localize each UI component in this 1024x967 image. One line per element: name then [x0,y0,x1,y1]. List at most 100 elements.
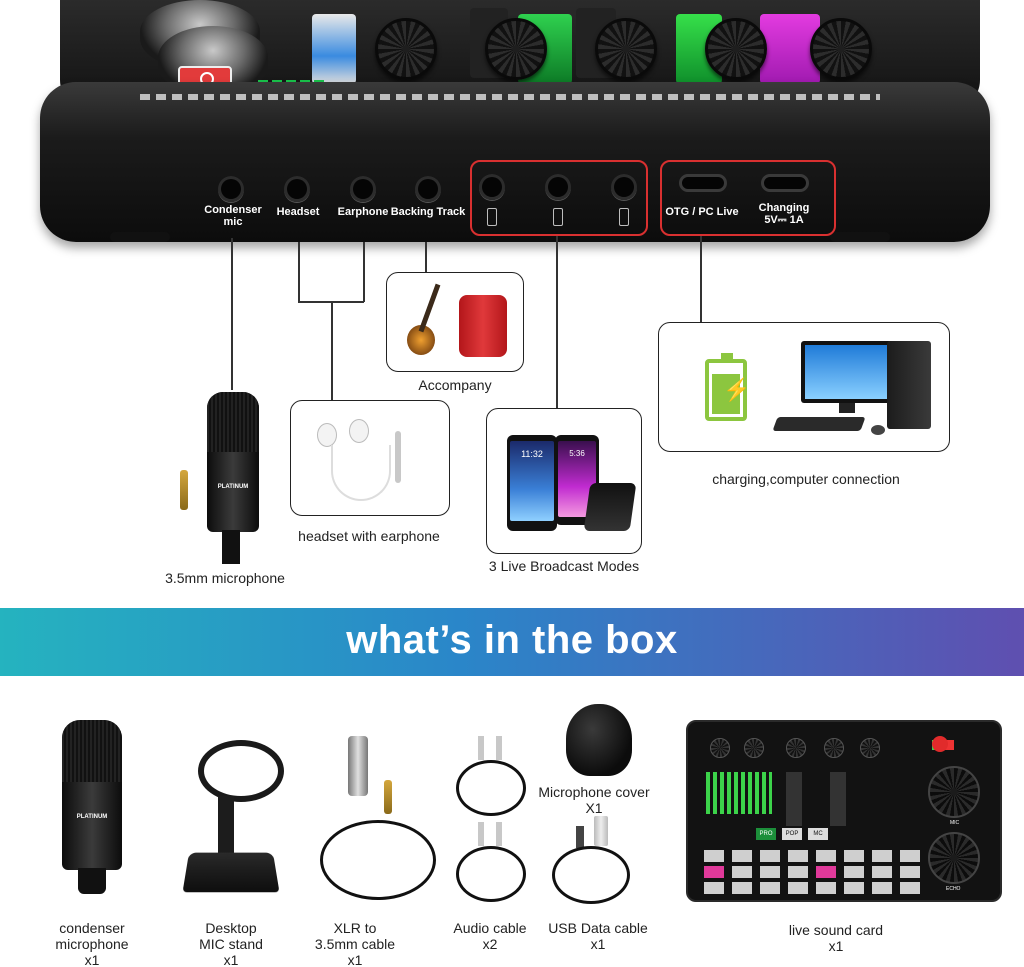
sc-mode-button: POP [782,828,802,840]
connector-line [700,236,702,322]
sc-fader [786,772,802,826]
accompany-card [386,272,524,372]
port-label-headset: Headset [276,206,320,218]
headset-card [290,400,450,516]
sc-knob [824,738,844,758]
cable-coil [320,820,436,900]
earbud-icon [349,419,369,443]
record-knob [705,18,767,80]
mic-brand-label: PLATINUM [76,814,108,820]
gold-plug-icon [180,470,188,510]
callout-live-modes-caption: 3 Live Broadcast Modes [488,558,640,574]
connector-line [231,238,233,390]
tower-pc-icon [887,341,931,429]
sc-pink-pad [704,866,724,878]
mic-brand-label: PLATINUM [217,484,249,490]
box-item-caption: condenser microphone x1 [55,920,129,967]
stand-pole [218,796,234,854]
mic-cable [222,530,240,564]
box-item-caption: XLR to 3.5mm cable x1 [314,920,396,967]
gold-plug-icon [384,780,392,814]
mic-base [78,868,106,894]
shock-mount-icon [198,740,284,802]
sc-knob [786,738,806,758]
cable-coil [456,760,526,816]
phone-image-middle: 5:36 [555,435,599,525]
plug-icon [496,822,502,846]
phone-icon [553,208,563,226]
microphone-image: PLATINUM [207,392,259,532]
live-modes-group [470,160,648,236]
live-sound-card-image: MIC ECHO PRO POP MC [686,720,1002,902]
port-label-condenser: Condenser mic [204,204,262,228]
connector-line [331,301,333,401]
sc-knob [860,738,880,758]
sc-knob [710,738,730,758]
box-item-caption: Desktop MIC stand x1 [199,920,263,967]
condenser-mic-jack [218,176,244,202]
live-modes-card: 11:32 5:36 [486,408,642,554]
blue-button-bank [312,14,356,84]
battery-icon: ⚡ [705,353,750,421]
callout-headset-caption: headset with earphone [298,528,440,544]
port-label-backing-track: Backing Track [390,206,466,218]
sc-echo-knob [928,832,980,884]
phone-mode-jack-2 [545,174,571,200]
connector-line [425,242,427,272]
sc-mode-button: PRO [756,828,776,840]
phone-image-left: 11:32 [507,435,557,531]
charging-usbc-port [761,174,809,192]
sc-knob [744,738,764,758]
callout-accompany-caption: Accompany [418,377,492,393]
treble-knob [375,18,437,80]
sc-knob-label: ECHO [946,886,961,892]
callout-microphone-caption: 3.5mm microphone [165,570,285,586]
connector-line [363,242,365,302]
cable-coil [456,846,526,902]
xlr-connector-icon [348,736,368,796]
phone-mode-jack-1 [479,174,505,200]
banner-title: what’s in the box [346,618,678,662]
box-item-caption: USB Data cable x1 [548,920,648,952]
foot-left [110,232,170,242]
box-item-caption: Audio cable x2 [453,920,527,952]
otg-usbc-port [679,174,727,192]
keyboard-icon [772,417,866,431]
sc-led-meter [706,772,772,814]
port-label-charging: Changing 5V⎓ 1A [758,202,810,226]
phone-image-back [583,483,637,531]
guitar-neck [418,283,441,333]
usb-plug-icon [594,816,608,846]
phone-screen-time: 11:32 [510,441,554,521]
sc-fader [830,772,846,826]
sc-knob-label: MIC [950,820,960,826]
connector-line [298,242,300,302]
earbud-icon [317,423,337,447]
phone-icon [487,208,497,226]
connector-line [556,236,558,408]
condenser-microphone-image: PLATINUM [62,720,122,870]
mouse-icon [871,425,885,435]
plug-icon [478,822,484,846]
plug-icon [395,431,401,483]
speaker-icon [459,295,507,357]
sc-pink-pad [816,866,836,878]
charging-computer-card: ⚡ [658,322,950,452]
bass-knob [595,18,657,80]
whats-in-box-banner: what’s in the box [0,608,1024,676]
earphone-jack [350,176,376,202]
monitor-knob-right [810,18,872,80]
foot-right [830,232,890,242]
phone-icon [619,208,629,226]
stand-base [182,852,280,893]
micro-usb-plug-icon [576,826,584,848]
plug-icon [496,736,502,760]
earphone-cable [331,445,391,501]
callout-charging-caption: charging,computer connection [712,471,900,487]
sc-power-button [932,736,948,752]
usb-ports-group [660,160,836,236]
sc-mode-button: MC [808,828,828,840]
box-item-caption: live sound card x1 [788,922,884,954]
headset-jack [284,176,310,202]
mid-knob [485,18,547,80]
